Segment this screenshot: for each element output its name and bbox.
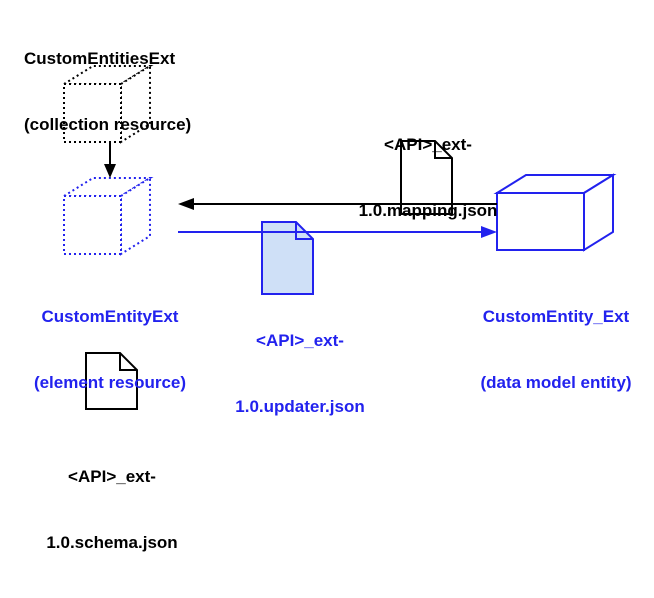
updater-file-icon [261, 221, 314, 295]
schema-file-icon [85, 352, 138, 410]
collection-resource-cube [60, 64, 154, 144]
mapping-file-icon [400, 140, 453, 215]
mapping-file-label-line2: 1.0.mapping.json [358, 201, 498, 220]
schema-file-label: <API>_ext- 1.0.schema.json [14, 422, 210, 598]
updater-file-label-line2: 1.0.updater.json [235, 397, 365, 416]
updater-file-label-line1: <API>_ext- [256, 331, 344, 350]
element-resource-label-line1: CustomEntityExt [41, 307, 179, 326]
element-resource-label-line2: (element resource) [33, 373, 187, 392]
element-resource-cube [60, 176, 154, 256]
collection-resource-label-line1: CustomEntitiesExt [24, 49, 176, 68]
arrow-collection-to-element [104, 143, 116, 178]
arrow-element-to-entity [178, 226, 497, 238]
arrow-entity-to-element [178, 198, 497, 210]
schema-file-label-line1: <API>_ext- [68, 467, 156, 486]
data-model-entity-cube [493, 173, 617, 252]
data-model-entity-label-line2: (data model entity) [480, 373, 632, 392]
element-resource-label: CustomEntityExt (element resource) [10, 262, 210, 438]
collection-resource-label: CustomEntitiesExt (collection resource) [0, 4, 250, 180]
mapping-file-label: <API>_ext- 1.0.mapping.json [330, 90, 526, 266]
updater-file-label: <API>_ext- 1.0.updater.json [202, 286, 398, 462]
data-model-entity-label-line1: CustomEntity_Ext [482, 307, 630, 326]
diagram-canvas: CustomEntitiesExt (collection resource) … [0, 4, 654, 552]
data-model-entity-label: CustomEntity_Ext (data model entity) [458, 262, 654, 438]
schema-file-label-line2: 1.0.schema.json [46, 533, 178, 552]
mapping-file-label-line1: <API>_ext- [384, 135, 472, 154]
diagram-graphics [60, 64, 617, 410]
collection-resource-label-line2: (collection resource) [24, 115, 192, 134]
